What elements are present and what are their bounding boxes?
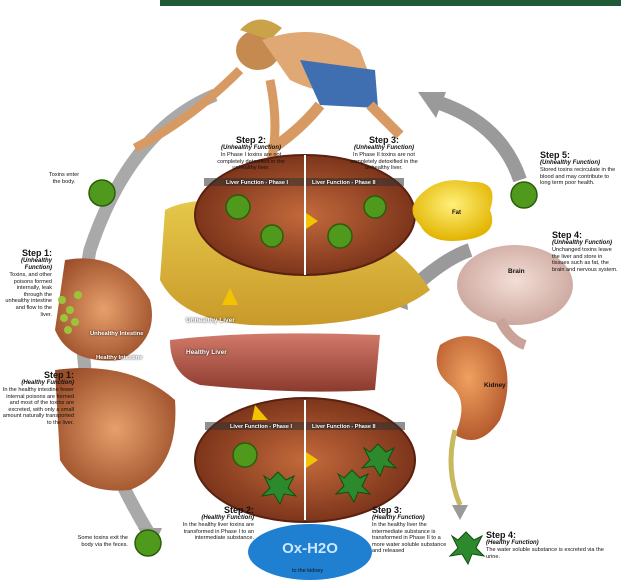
step5-unhealthy: Step 5: (Unhealthy Function) Stored toxi… bbox=[540, 150, 618, 187]
step1-healthy-title: Step 1: bbox=[2, 370, 74, 380]
step1-healthy-sub: (Healthy Function) bbox=[2, 380, 74, 387]
toxin-entering bbox=[89, 180, 115, 206]
recirculation-arrow bbox=[430, 100, 520, 180]
unhealthy-liver-label: Unhealthy Liver bbox=[186, 317, 235, 324]
healthy-intestine-label: Healthy Intestine bbox=[96, 355, 142, 361]
phase2-label-bottom: Liver Function - Phase II bbox=[312, 424, 376, 430]
step5-unhealthy-text: Stored toxins recirculate in the blood a… bbox=[540, 167, 618, 187]
step1-healthy: Step 1: (Healthy Function) In the health… bbox=[2, 370, 74, 427]
step1-healthy-text: In the healthy intestine fewer internal … bbox=[2, 387, 74, 427]
top-bar bbox=[160, 0, 621, 6]
unhealthy-intestine-label: Unhealthy Intestine bbox=[90, 331, 143, 337]
step2-healthy-title: Step 2: bbox=[172, 505, 254, 515]
step4-unhealthy-title: Step 4: bbox=[552, 230, 618, 240]
step2-unhealthy-text: In Phase I toxins are not completely det… bbox=[210, 152, 292, 172]
step1-unhealthy-title: Step 1: bbox=[4, 248, 52, 258]
step1-unhealthy: Step 1: (Unhealthy Function) Toxins, and… bbox=[4, 248, 52, 318]
toxins-exit-text: Some toxins exit the body via the feces. bbox=[74, 535, 128, 548]
step4-healthy-text: The water soluble substance is excreted … bbox=[486, 547, 614, 560]
phase2-label-top: Liver Function - Phase II bbox=[312, 180, 376, 186]
toxins-enter-text: Toxins enter the body. bbox=[46, 172, 82, 185]
step5-unhealthy-title: Step 5: bbox=[540, 150, 618, 160]
step2-healthy: Step 2: (Healthy Function) In the health… bbox=[172, 505, 254, 542]
step3-unhealthy-sub: (Unhealthy Function) bbox=[340, 145, 428, 152]
step2-unhealthy-sub: (Unhealthy Function) bbox=[210, 145, 292, 152]
step2-unhealthy: Step 2: (Unhealthy Function) In Phase I … bbox=[210, 135, 292, 172]
step1-unhealthy-sub: (Unhealthy Function) bbox=[4, 258, 52, 272]
phase1-label-bottom: Liver Function - Phase I bbox=[230, 424, 292, 430]
step4-healthy-sub: (Healthy Function) bbox=[486, 540, 614, 547]
healthy-liver-label: Healthy Liver bbox=[186, 349, 227, 356]
step4-healthy: Step 4: (Healthy Function) The water sol… bbox=[486, 530, 614, 560]
step4-unhealthy-text: Unchanged toxins leave the liver and sto… bbox=[552, 247, 618, 273]
step3-healthy: Step 3: (Healthy Function) In the health… bbox=[372, 505, 450, 555]
step3-unhealthy: Step 3: (Unhealthy Function) In Phase II… bbox=[340, 135, 428, 172]
step3-unhealthy-title: Step 3: bbox=[340, 135, 428, 145]
phase1-label-top: Liver Function - Phase I bbox=[226, 180, 288, 186]
step3-healthy-text: In the healthy liver the intermediate su… bbox=[372, 522, 450, 555]
toxin-exiting bbox=[135, 530, 161, 556]
fat-label: Fat bbox=[452, 210, 461, 216]
step2-healthy-sub: (Healthy Function) bbox=[172, 515, 254, 522]
brain-label: Brain bbox=[508, 268, 525, 275]
healthy-liver bbox=[170, 333, 380, 391]
step2-healthy-text: In the healthy liver toxins are transfor… bbox=[172, 522, 254, 542]
step4-healthy-title: Step 4: bbox=[486, 530, 614, 540]
to-kidney-label: to the kidney bbox=[292, 568, 323, 574]
step5-unhealthy-sub: (Unhealthy Function) bbox=[540, 160, 618, 167]
toxin-excreted bbox=[450, 532, 484, 564]
step3-unhealthy-text: In Phase II toxins are not completely de… bbox=[340, 152, 428, 172]
ox-h2o-label: Ox-H2O bbox=[272, 540, 348, 557]
kidney-label: Kidney bbox=[484, 382, 506, 389]
step4-unhealthy-sub: (Unhealthy Function) bbox=[552, 240, 618, 247]
step3-healthy-sub: (Healthy Function) bbox=[372, 515, 450, 522]
step2-unhealthy-title: Step 2: bbox=[210, 135, 292, 145]
step1-unhealthy-text: Toxins, and other poisons formed interna… bbox=[4, 272, 52, 318]
toxin-stored bbox=[511, 182, 537, 208]
step4-unhealthy: Step 4: (Unhealthy Function) Unchanged t… bbox=[552, 230, 618, 273]
step3-healthy-title: Step 3: bbox=[372, 505, 450, 515]
